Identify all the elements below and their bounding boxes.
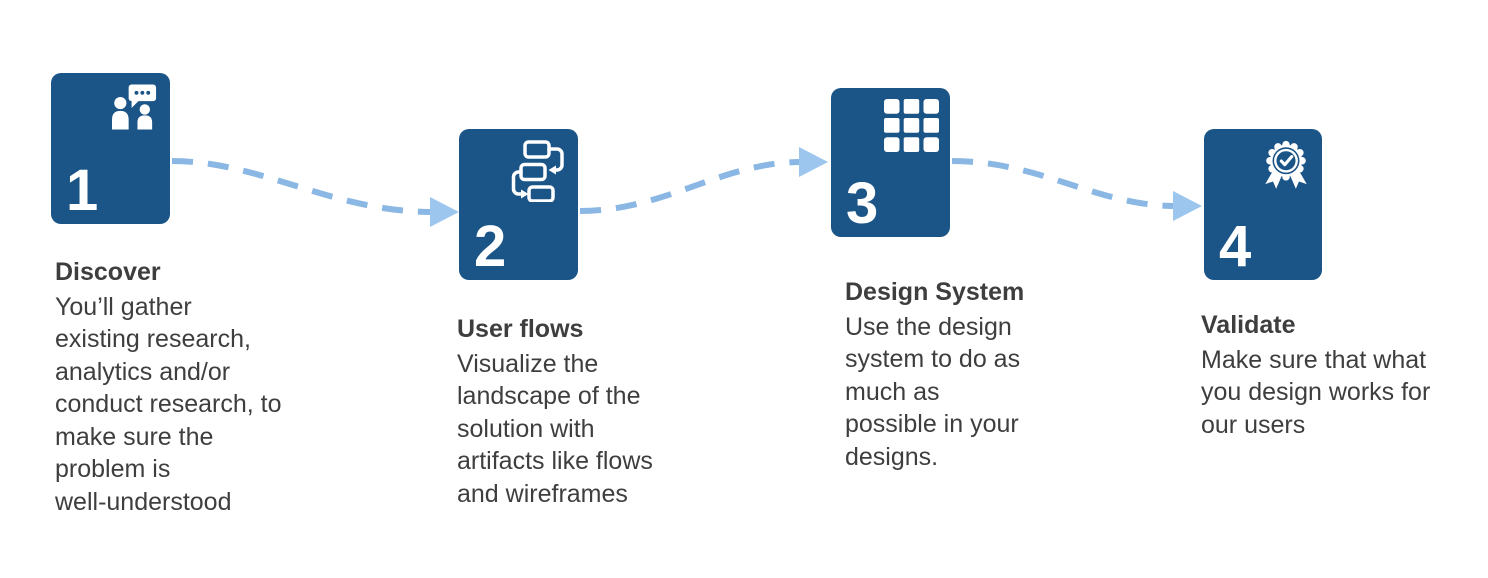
step-title: Design System bbox=[845, 278, 1025, 306]
step-number: 2 bbox=[474, 214, 507, 279]
step-text-validate: Validate Make sure that what you design … bbox=[1201, 309, 1446, 441]
step-title: User flows bbox=[457, 315, 584, 343]
conversation-icon bbox=[112, 84, 157, 130]
connector-arrow-3-4 bbox=[951, 158, 1202, 221]
step-number: 3 bbox=[846, 171, 879, 236]
grid-icon bbox=[884, 99, 939, 152]
step-description: Use the design system to do as much as p… bbox=[845, 312, 1021, 471]
step-text-discover: Discover You’ll gather existing research… bbox=[55, 256, 300, 518]
step-description: Make sure that what you design works for… bbox=[1201, 345, 1431, 439]
step-text-user-flows: User flows Visualize the landscape of th… bbox=[457, 313, 687, 510]
step-number: 1 bbox=[66, 158, 99, 223]
step-title: Validate bbox=[1201, 311, 1296, 339]
award-icon bbox=[1265, 140, 1307, 189]
connector-arrow-2-3 bbox=[579, 147, 828, 214]
step-card-discover: 1 bbox=[51, 73, 170, 224]
step-card-user-flows: 2 bbox=[459, 129, 578, 280]
step-description: You’ll gather existing research, analyti… bbox=[55, 292, 282, 516]
flowchart-icon bbox=[511, 140, 564, 202]
step-title: Discover bbox=[55, 258, 161, 286]
step-text-design-system: Design System Use the design system to d… bbox=[845, 276, 1055, 473]
connector-arrow-1-2 bbox=[171, 158, 459, 227]
step-description: Visualize the landscape of the solution … bbox=[457, 349, 653, 508]
step-number: 4 bbox=[1219, 214, 1252, 279]
step-card-design-system: 3 bbox=[831, 88, 950, 237]
step-card-validate: 4 bbox=[1204, 129, 1322, 280]
